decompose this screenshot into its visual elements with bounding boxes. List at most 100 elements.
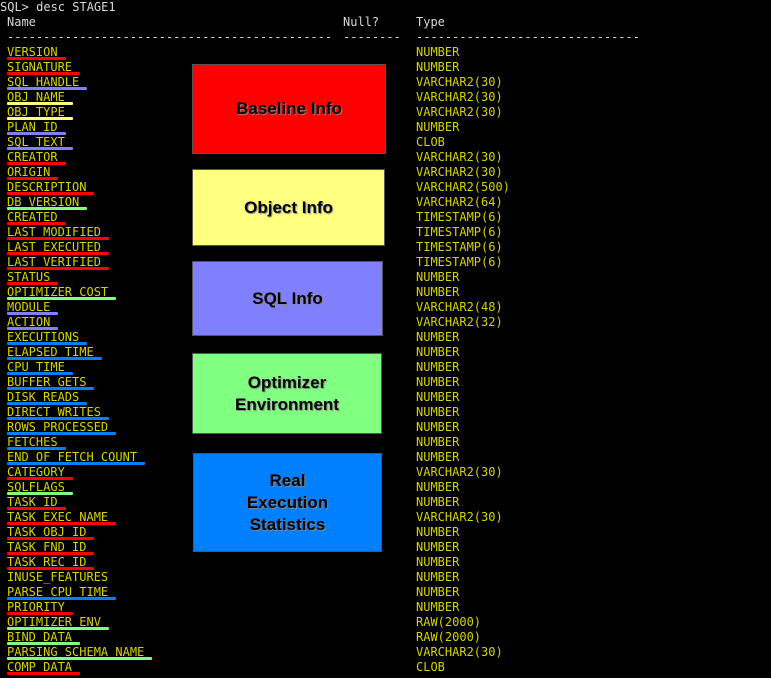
- column-header-name: Name: [7, 15, 36, 29]
- column-name-cell: CPU_TIME: [7, 360, 65, 374]
- column-name-cell: END_OF_FETCH_COUNT: [7, 450, 138, 464]
- table-row: TASK_REC_ID NUMBER: [0, 555, 771, 570]
- column-name-cell: PLAN_ID: [7, 120, 58, 134]
- category-underline: [7, 282, 58, 285]
- column-name-cell: DISK_READS: [7, 390, 80, 404]
- column-type-cell: NUMBER: [416, 285, 460, 299]
- column-name-cell: DESCRIPTION: [7, 180, 87, 194]
- table-row: LAST_MODIFIED TIMESTAMP(6): [0, 225, 771, 240]
- column-type-cell: VARCHAR2(30): [416, 90, 503, 104]
- table-row: ACTION VARCHAR2(32): [0, 315, 771, 330]
- column-name-cell: SQL_TEXT: [7, 135, 65, 149]
- column-name-cell: PARSE_CPU_TIME: [7, 585, 109, 599]
- table-row: DISK_READS NUMBER: [0, 390, 771, 405]
- category-underline: [7, 357, 102, 360]
- column-type-cell: NUMBER: [416, 120, 460, 134]
- category-underline: [7, 657, 152, 660]
- legend-sql-label: SQL Info: [252, 288, 323, 308]
- category-underline: [7, 537, 94, 540]
- category-underline: [7, 642, 80, 645]
- column-type-cell: VARCHAR2(30): [416, 105, 503, 119]
- header-rule-name: ----------------------------------------…: [7, 30, 340, 44]
- column-type-cell: NUMBER: [416, 540, 460, 554]
- category-underline: [7, 237, 109, 240]
- category-underline: [7, 402, 87, 405]
- column-type-cell: VARCHAR2(30): [416, 510, 503, 524]
- column-name-cell: DB_VERSION: [7, 195, 80, 209]
- column-type-cell: NUMBER: [416, 360, 460, 374]
- column-type-cell: NUMBER: [416, 570, 460, 584]
- table-row: TASK_EXEC_NAME VARCHAR2(30): [0, 510, 771, 525]
- table-row: LAST_VERIFIED TIMESTAMP(6): [0, 255, 771, 270]
- column-type-cell: TIMESTAMP(6): [416, 210, 503, 224]
- column-type-cell: NUMBER: [416, 45, 460, 59]
- column-name-cell: PRIORITY: [7, 600, 65, 614]
- column-name-cell: TASK_EXEC_NAME: [7, 510, 109, 524]
- column-name-cell: COMP_DATA: [7, 660, 73, 674]
- column-name-cell: SQL_HANDLE: [7, 75, 80, 89]
- column-type-cell: VARCHAR2(30): [416, 150, 503, 164]
- category-underline: [7, 597, 116, 600]
- category-underline: [7, 132, 66, 135]
- column-type-cell: NUMBER: [416, 555, 460, 569]
- legend-baseline-info: Baseline Info: [192, 64, 386, 154]
- table-row: DB_VERSION VARCHAR2(64): [0, 195, 771, 210]
- column-name-cell: OPTIMIZER_ENV: [7, 615, 101, 629]
- column-name-cell: LAST_MODIFIED: [7, 225, 101, 239]
- table-row: OBJ_TYPE VARCHAR2(30): [0, 105, 771, 120]
- column-type-cell: TIMESTAMP(6): [416, 255, 503, 269]
- category-underline: [7, 327, 58, 330]
- category-underline: [7, 672, 80, 675]
- column-name-cell: SIGNATURE: [7, 60, 73, 74]
- category-underline: [7, 252, 109, 255]
- table-row: PRIORITY NUMBER: [0, 600, 771, 615]
- category-underline: [7, 222, 66, 225]
- column-type-cell: NUMBER: [416, 525, 460, 539]
- column-name-cell: CATEGORY: [7, 465, 65, 479]
- category-underline: [7, 567, 94, 570]
- column-name-cell: OBJ_TYPE: [7, 105, 65, 119]
- column-name-cell: LAST_VERIFIED: [7, 255, 101, 269]
- column-type-cell: RAW(2000): [416, 630, 482, 644]
- column-name-cell: DIRECT_WRITES: [7, 405, 101, 419]
- legend-optimizer-label: Optimizer Environment: [235, 372, 339, 414]
- table-row: SIGNATURE NUMBER: [0, 60, 771, 75]
- column-type-cell: NUMBER: [416, 390, 460, 404]
- column-name-cell: TASK_REC_ID: [7, 555, 87, 569]
- column-type-cell: NUMBER: [416, 60, 460, 74]
- column-type-cell: VARCHAR2(30): [416, 465, 503, 479]
- column-type-cell: TIMESTAMP(6): [416, 240, 503, 254]
- column-type-cell: VARCHAR2(32): [416, 315, 503, 329]
- column-name-cell: ELAPSED_TIME: [7, 345, 94, 359]
- column-type-cell: NUMBER: [416, 600, 460, 614]
- category-underline: [7, 432, 116, 435]
- column-name-cell: TASK_OBJ_ID: [7, 525, 87, 539]
- column-type-cell: VARCHAR2(64): [416, 195, 503, 209]
- legend-sql-info: SQL Info: [192, 261, 383, 336]
- column-name-cell: ACTION: [7, 315, 51, 329]
- column-type-cell: NUMBER: [416, 435, 460, 449]
- table-row: PLAN_ID NUMBER: [0, 120, 771, 135]
- category-underline: [7, 297, 116, 300]
- category-underline: [7, 192, 94, 195]
- category-underline: [7, 462, 145, 465]
- category-underline: [7, 207, 87, 210]
- column-name-cell: SQLFLAGS: [7, 480, 65, 494]
- column-type-cell: TIMESTAMP(6): [416, 225, 503, 239]
- table-row: TASK_OBJ_ID NUMBER: [0, 525, 771, 540]
- legend-baseline-label: Baseline Info: [236, 99, 342, 118]
- category-underline: [7, 72, 80, 75]
- category-underline: [7, 372, 73, 375]
